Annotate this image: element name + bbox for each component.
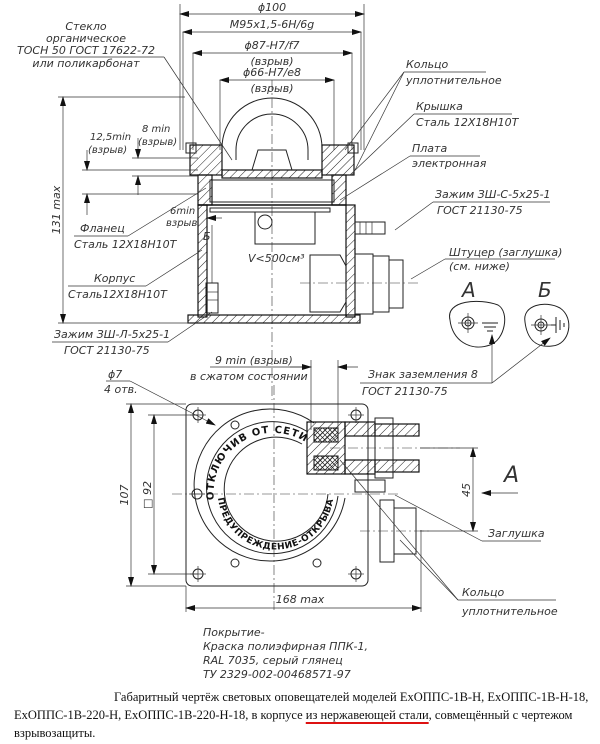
callout-text: Зажим ЗШ-С-5х25-1 [435,188,551,201]
callout-text: ТОСН 50 ГОСТ 17622-72 [17,44,155,57]
dim-w168: 168 max [276,593,325,606]
callout-text: ГОСТ 21130-75 [437,204,523,217]
view-b-outline [524,303,570,347]
callout-body: Корпус Сталь12Х18Н10Т [68,249,203,301]
dim-gap: 9 min (взрыв) [215,354,293,367]
callout-ring-top: Кольцо уплотнительное [344,58,502,171]
callout-text: Штуцер (заглушка) [449,246,562,259]
dim-gap-note: в сжатом состоянии [190,370,308,383]
dim-d100: ϕ100 [258,1,286,14]
dim-6: 6min [170,206,195,217]
coating-line: Покрытие- [203,626,265,639]
technical-drawing: ϕ100 M95x1,5-6H/6g ϕ87-H7/f7 (взрыв) ϕ66… [0,0,570,681]
cable-fitting [300,221,420,315]
callout-text: Сталь 12Х18Н10Т [74,238,178,251]
coating-note: Покрытие- Краска полиэфирная ППК-1, RAL … [203,626,368,681]
base-plate [185,403,369,587]
ground-callout-line2: ГОСТ 21130-75 [362,385,448,398]
callout-text: ГОСТ 21130-75 [64,344,150,357]
callout-text: уплотнительное [405,74,502,87]
fitting-section [306,417,460,563]
ring-text-top-path: ОТКЛЮЧИВ ОТ СЕТИ [205,425,308,501]
callout-text: Кольцо [406,58,449,71]
dim-d87: ϕ87-H7/f7 [244,39,299,52]
callout-cover: Крышка Сталь 12Х18Н10Т [349,100,520,176]
view-a-outline [449,300,506,348]
dim-thread: M95x1,5-6H/6g [230,18,314,31]
callout-text: Заглушка [488,527,545,540]
dim-hole-count: 4 отв. [104,383,138,396]
ground-callout-line1: Знак заземления 8 [368,368,478,381]
section-mark-b: Б [203,230,211,243]
dim-12-5: 12,5min [90,132,131,143]
coating-line: Краска полиэфирная ППК-1, [203,640,368,653]
dim-h107: 107 [118,485,131,506]
figure-caption: Габаритный чертёж световых оповещателей … [14,688,590,742]
dim-sq92: □ 92 [141,481,154,509]
callout-text: уплотнительное [461,605,558,618]
view-a-label: А [460,278,476,302]
dim-d45: 45 [460,483,473,497]
callout-text: Стекло [65,20,107,33]
callout-fitting: Штуцер (заглушка) (см. ниже) [410,246,562,280]
callout-text: электронная [412,157,487,170]
dim-12-5-note: (взрыв) [88,145,127,156]
callout-text: Кольцо [462,586,505,599]
caption-part2: , совмещённый с чертежом взрывозащиты. [14,708,573,740]
dim-d66: ϕ66-H7/e8 [243,66,301,79]
housing-body: V<500см³ [187,204,361,324]
dim-d87-note: (взрыв) [250,55,293,68]
callout-text: Плата [412,142,447,155]
dim-6-note: взрыв [166,218,197,229]
dim-8: 8 min [142,124,170,135]
dim-8-note: (взрыв) [138,137,177,148]
ground-views: А Б Знак заземления 8 ГОСТ 21130-75 [360,278,570,398]
ground-symbol-icon [482,322,498,332]
callout-board: Плата электронная [339,142,487,201]
height-dimensions: 131 max 12,5min (взрыв) 8 min (взрыв) 6m… [50,96,222,324]
callout-glass: Стекло органическое ТОСН 50 ГОСТ 17622-7… [17,20,233,161]
dim-h131: 131 max [50,185,63,234]
callout-plug: Заглушка [394,494,545,542]
callout-text: Корпус [94,272,135,285]
caption-underlined: из нержавеющей стали [305,708,429,722]
nut-icon [458,313,478,333]
glass-dome [221,80,323,400]
callout-text: Фланец [80,222,125,235]
ring-text-top: ОТКЛЮЧИВ ОТ СЕТИ [205,425,309,501]
volume-label: V<500см³ [248,252,305,265]
ground-symbol-side-icon [551,317,565,333]
view-b-label: Б [538,278,552,302]
dim-hole-diameter: ϕ7 [108,368,122,381]
caption-part1: Габаритный чертёж световых оповещателей … [14,690,589,722]
coating-line: RAL 7035, серый глянец [203,654,343,667]
callout-text: Сталь12Х18Н10Т [68,288,168,301]
view-a-arrow-label: А [502,463,519,488]
callout-text: или поликарбонат [32,57,140,70]
callout-text: (см. ниже) [449,260,510,273]
side-view: ϕ100 M95x1,5-6H/6g ϕ87-H7/f7 (взрыв) ϕ66… [17,1,562,400]
callout-flange: Фланец Сталь 12Х18Н10Т [74,187,207,251]
nut-icon [531,315,551,335]
callout-text: Крышка [416,100,463,113]
callout-text: органическое [46,32,126,45]
callout-ring-bottom: Кольцо уплотнительное [339,459,558,618]
callout-clamp-c: Зажим ЗШ-С-5х25-1 ГОСТ 21130-75 [394,188,551,231]
diameter-dimensions: ϕ100 M95x1,5-6H/6g ϕ87-H7/f7 (взрыв) ϕ66… [179,1,365,150]
callout-text: Зажим ЗШ-Л-5х25-1 [54,328,170,341]
callout-text: Сталь 12Х18Н10Т [416,116,520,129]
coating-line: ТУ 2329-002-00468571-97 [203,668,351,681]
callout-clamp-l: Зажим ЗШ-Л-5х25-1 ГОСТ 21130-75 [52,311,213,357]
